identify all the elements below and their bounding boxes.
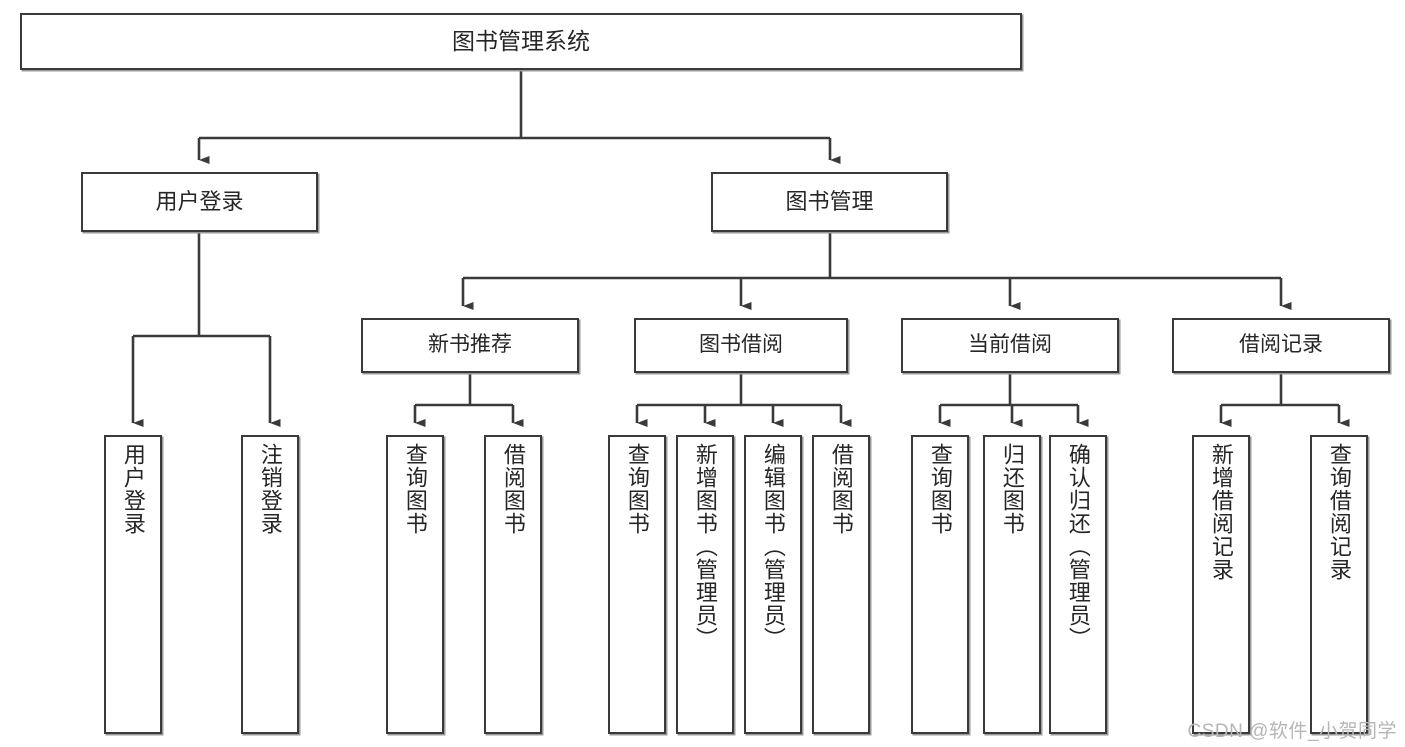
node-leaf-confirm-return-label: 确认归还（管理员） [1065,443,1091,650]
node-borrow-record[interactable]: 借阅记录 [1172,318,1390,373]
node-current-borrow[interactable]: 当前借阅 [901,318,1119,373]
node-leaf-borrow-book-2[interactable]: 借阅图书 [812,435,870,734]
node-leaf-edit-book[interactable]: 编辑图书（管理员） [744,435,802,734]
node-book-borrow-label: 图书借阅 [699,333,783,357]
node-current-borrow-label: 当前借阅 [968,333,1052,357]
node-root-label: 图书管理系统 [452,27,590,54]
node-leaf-add-borrow-record[interactable]: 新增借阅记录 [1192,435,1250,734]
node-leaf-return-book-label: 归还图书 [999,443,1025,535]
node-leaf-return-book[interactable]: 归还图书 [983,435,1041,734]
node-leaf-borrow-book-2-label: 借阅图书 [828,443,854,535]
node-leaf-user-login[interactable]: 用户登录 [104,435,162,734]
node-leaf-add-borrow-record-label: 新增借阅记录 [1208,443,1234,581]
node-book-manage[interactable]: 图书管理 [711,172,948,232]
node-leaf-add-book[interactable]: 新增图书（管理员） [676,435,734,734]
node-leaf-query-book-1-label: 查询图书 [402,443,428,535]
node-book-borrow[interactable]: 图书借阅 [634,318,848,373]
node-root[interactable]: 图书管理系统 [20,13,1022,70]
node-leaf-query-book-2-label: 查询图书 [624,443,650,535]
node-leaf-user-login-label: 用户登录 [120,443,146,535]
node-new-book-recommend-label: 新书推荐 [428,333,512,357]
node-leaf-query-book-2[interactable]: 查询图书 [608,435,666,734]
node-leaf-query-book-3-label: 查询图书 [927,443,953,535]
node-leaf-query-borrow-record[interactable]: 查询借阅记录 [1310,435,1368,734]
node-leaf-query-book-1[interactable]: 查询图书 [386,435,444,734]
node-leaf-query-book-3[interactable]: 查询图书 [911,435,969,734]
node-leaf-logout-login-label: 注销登录 [257,443,283,535]
node-leaf-edit-book-label: 编辑图书（管理员） [760,443,786,650]
node-leaf-borrow-book-1-label: 借阅图书 [500,443,526,535]
node-leaf-borrow-book-1[interactable]: 借阅图书 [484,435,542,734]
node-new-book-recommend[interactable]: 新书推荐 [361,318,579,373]
node-user-login[interactable]: 用户登录 [81,172,318,232]
node-borrow-record-label: 借阅记录 [1239,333,1323,357]
node-book-manage-label: 图书管理 [785,189,874,215]
node-user-login-label: 用户登录 [155,189,244,215]
node-leaf-confirm-return[interactable]: 确认归还（管理员） [1049,435,1107,734]
node-leaf-query-borrow-record-label: 查询借阅记录 [1326,443,1352,581]
node-leaf-logout-login[interactable]: 注销登录 [241,435,299,734]
watermark-text: CSDN @软件_小贺同学 [1187,721,1397,742]
node-leaf-add-book-label: 新增图书（管理员） [692,443,718,650]
